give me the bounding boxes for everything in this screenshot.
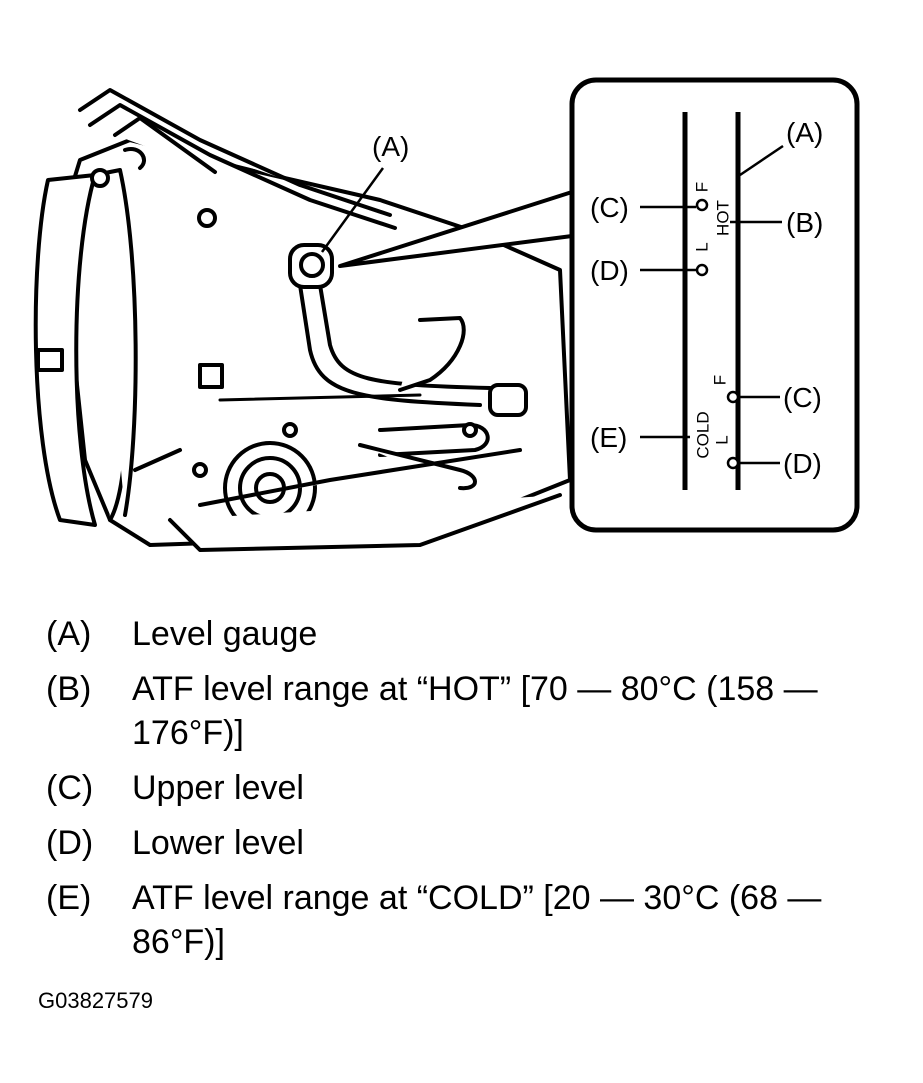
cold-low-mark-label: L (713, 435, 732, 444)
legend-item: (C) Upper level (46, 766, 906, 810)
legend-key: (D) (46, 824, 94, 862)
legend-key: (A) (46, 615, 92, 653)
gauge-leader (320, 167, 385, 253)
legend-text: Level gauge (132, 615, 318, 653)
legend-text: Upper level (132, 769, 304, 807)
legend: (A) Level gauge (B) ATF level range at “… (46, 612, 906, 975)
gauge-callout: (A) (320, 131, 409, 253)
hot-range-label: HOT (714, 200, 733, 236)
inset-callout-b: (B) (786, 207, 823, 238)
gauge-callout-label: (A) (372, 131, 409, 162)
cold-upper-level-mark (726, 390, 740, 404)
legend-key: (C) (46, 769, 94, 807)
cold-full-mark-label: F (711, 375, 730, 385)
legend-key: (E) (46, 879, 92, 917)
cold-range-label: COLD (694, 411, 713, 458)
inset-callout-d-cold: (D) (783, 448, 822, 479)
hot-upper-level-mark (695, 198, 709, 212)
inset-callout-e: (E) (590, 422, 627, 453)
hot-full-mark-label: F (693, 182, 712, 192)
gauge-detail-inset: F L HOT F COLD L (A) (B) (C) (D) (C) (D)… (569, 77, 860, 533)
legend-text: ATF level range at “HOT” [70 — 80°C (158… (132, 670, 818, 752)
legend-item: (A) Level gauge (46, 612, 906, 656)
inset-callout-c-cold: (C) (783, 382, 822, 413)
cold-lower-level-mark (726, 456, 740, 470)
inset-frame (569, 77, 860, 533)
legend-item: (E) ATF level range at “COLD” [20 — 30°C… (46, 876, 906, 964)
legend-text: Lower level (132, 824, 304, 862)
inset-callout-d-hot: (D) (590, 255, 629, 286)
hot-lower-level-mark (695, 263, 709, 277)
inset-callout-c-hot: (C) (590, 192, 629, 223)
legend-key: (B) (46, 670, 92, 708)
hot-low-mark-label: L (693, 242, 712, 251)
transmission-drawing (33, 88, 572, 552)
legend-item: (D) Lower level (46, 821, 906, 865)
legend-text: ATF level range at “COLD” [20 — 30°C (68… (132, 879, 822, 961)
transmission-illustration: (A) F L HOT F COLD L (A) (B) (33, 77, 860, 552)
figure-code: G03827579 (38, 988, 153, 1013)
leader-a (739, 144, 784, 177)
inset-callout-a: (A) (786, 117, 823, 148)
legend-item: (B) ATF level range at “HOT” [70 — 80°C … (46, 667, 906, 755)
